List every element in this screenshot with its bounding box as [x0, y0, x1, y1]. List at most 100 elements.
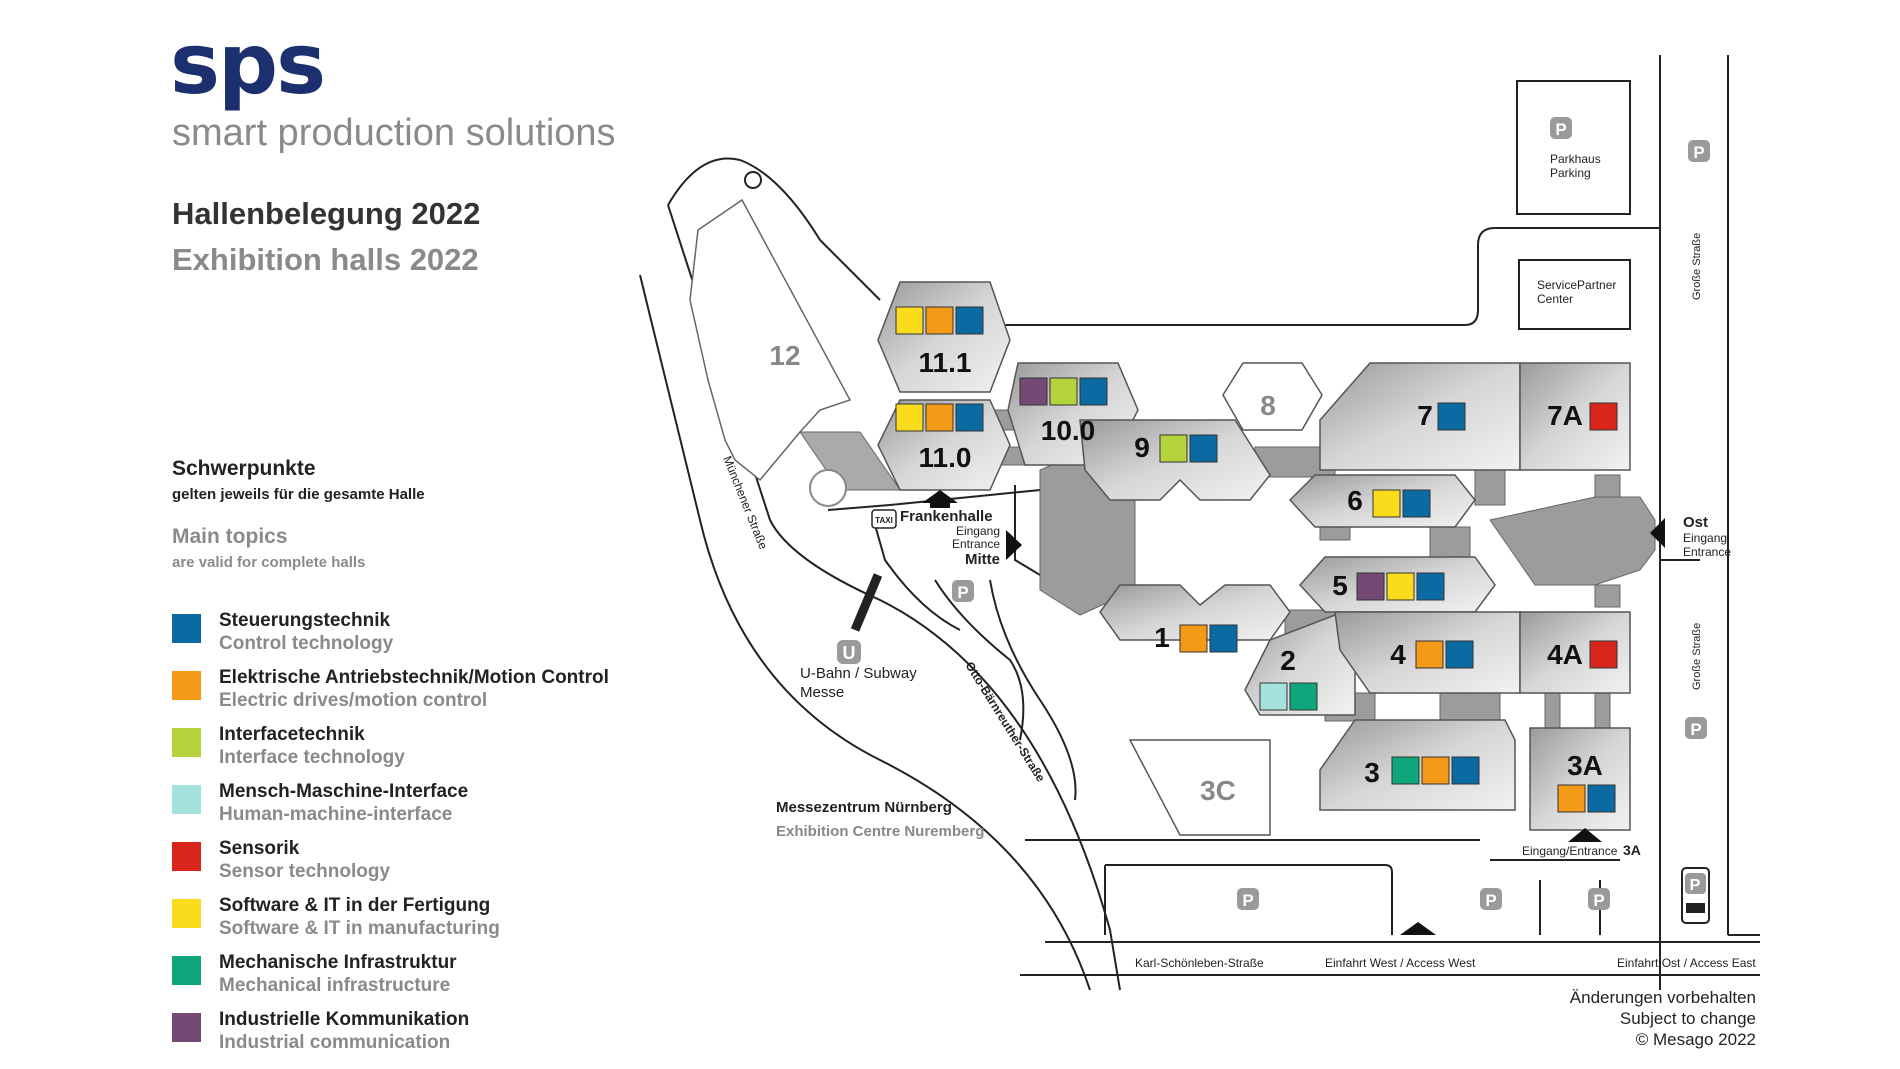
- footer-line-en: Subject to change: [1619, 1009, 1756, 1028]
- svg-text:P: P: [1693, 143, 1704, 162]
- hall-topic-swatch: [1356, 572, 1385, 601]
- legend-label-de: Interfacetechnik: [219, 724, 365, 745]
- subway-icon: U: [837, 640, 861, 664]
- hall-topic-swatch: [1019, 377, 1048, 406]
- hall-topic-swatch: [1079, 377, 1108, 406]
- connector: [1429, 526, 1471, 558]
- road-edge: [667, 204, 1121, 991]
- road-network: [639, 55, 1760, 991]
- parking-icon: P: [1588, 888, 1610, 910]
- footer-copyright: © Mesago 2022: [1635, 1030, 1756, 1049]
- legend-label-en: Industrial communication: [219, 1032, 451, 1053]
- road-edge: [639, 274, 1091, 991]
- hall-topic-swatch: [1289, 682, 1318, 711]
- entrance-3a-number: 3A: [1623, 842, 1641, 858]
- entrance-arrow-icon: [1400, 922, 1436, 935]
- connector: [1594, 692, 1611, 734]
- hall-number: 11.0: [919, 442, 972, 473]
- legend-swatch: [172, 671, 201, 700]
- parking-garage: [1516, 80, 1631, 215]
- hall-topic-swatch: [1421, 756, 1450, 785]
- topics-subheading-en: are valid for complete halls: [172, 554, 366, 571]
- legend-item: Interfacetechnik Interface technology: [172, 724, 692, 774]
- page-title-de: Hallenbelegung 2022: [172, 196, 481, 231]
- hall-topic-swatch: [895, 403, 924, 432]
- mitte-eingang-label: Eingang: [956, 524, 1000, 538]
- hall-topic-swatch: [1437, 402, 1466, 431]
- karl-schoenleben-strasse-label: Karl-Schönleben-Straße: [1135, 956, 1264, 970]
- bus-parking-icon: P: [1681, 867, 1710, 924]
- legend-item: Elektrische Antriebstechnik/Motion Contr…: [172, 667, 692, 717]
- legend-label-en: Software & IT in manufacturing: [219, 918, 500, 939]
- parking-label: Parking: [1550, 166, 1591, 180]
- footer-line-de: Änderungen vorbehalten: [1569, 988, 1756, 1007]
- hall-number: 7: [1417, 400, 1433, 431]
- legend-swatch: [172, 785, 201, 814]
- messe-label-de: Messezentrum Nürnberg: [776, 799, 952, 816]
- parking-icon: P: [1688, 140, 1710, 162]
- legend-label-de: Software & IT in der Fertigung: [219, 895, 491, 916]
- legend-item: Industrielle Kommunikation Industrial co…: [172, 1009, 692, 1059]
- hall-number: 4: [1390, 639, 1406, 670]
- east-entrance-hall: [1489, 496, 1656, 586]
- legend-swatch: [172, 614, 201, 643]
- legend-swatch: [172, 1013, 201, 1042]
- hall-1: [1099, 584, 1291, 641]
- parking-icon: P: [952, 580, 974, 602]
- hall-8: [1222, 362, 1323, 431]
- hall-topic-swatch: [1209, 624, 1238, 653]
- legend-swatch: [172, 842, 201, 871]
- grosse-strasse-label: Große Straße: [1691, 623, 1703, 690]
- frankenhalle-label: Frankenhalle: [900, 508, 993, 525]
- topics-heading-en: Main topics: [172, 525, 288, 548]
- entrance-arrow-icon: [1650, 518, 1665, 548]
- subway-label: U-Bahn / Subway: [800, 665, 917, 682]
- hall-number: 5: [1332, 570, 1348, 601]
- svg-text:P: P: [1555, 120, 1566, 139]
- svg-text:P: P: [1242, 891, 1253, 910]
- hall-topic-swatch: [1391, 756, 1420, 785]
- road-edge: [819, 239, 881, 301]
- hall-numbers: 12 11.1 11.0 10.0 9 8 7 7A 6 5 4 4A 3 3A…: [769, 340, 1602, 806]
- legend-label-en: Control technology: [219, 633, 394, 654]
- hall-number: 3C: [1200, 775, 1236, 806]
- ost-label: Ost: [1683, 514, 1708, 531]
- entrance-arrow-icon: [1006, 530, 1022, 560]
- hall-topic-swatch: [1557, 784, 1586, 813]
- legend-item: Mensch-Maschine-Interface Human-machine-…: [172, 781, 692, 831]
- footer-notice: Änderungen vorbehalten Subject to change…: [1570, 987, 1756, 1050]
- hall-number: 9: [1134, 432, 1150, 463]
- legend-label-en: Sensor technology: [219, 861, 391, 882]
- legend-item: Steuerungstechnik Control technology: [172, 610, 692, 660]
- hall-number: 12: [769, 340, 800, 371]
- svg-text:P: P: [1690, 720, 1701, 739]
- legend-item: Software & IT in der Fertigung Software …: [172, 895, 692, 945]
- ost-eingang-label: Eingang: [1683, 531, 1727, 545]
- legend-label-en: Mechanical infrastructure: [219, 975, 451, 996]
- legend-label-de: Elektrische Antriebstechnik/Motion Contr…: [219, 667, 609, 688]
- entrance-3a-label: Eingang/Entrance: [1522, 844, 1618, 858]
- access-west-label: Einfahrt West / Access West: [1325, 956, 1476, 970]
- roundabout-icon: [809, 469, 847, 507]
- hall-topic-swatch: [1445, 640, 1474, 669]
- hall-topic-swatches: [895, 306, 1618, 813]
- hall-topic-swatch: [925, 403, 954, 432]
- hall-number: 2: [1280, 645, 1296, 676]
- hall-topic-swatch: [955, 306, 984, 335]
- page-title-en: Exhibition halls 2022: [172, 242, 479, 277]
- road-edge: [1014, 485, 1041, 576]
- hall-topic-swatch: [1589, 640, 1618, 669]
- parking-icon: P: [1550, 117, 1572, 139]
- legend-item: Sensorik Sensor technology: [172, 838, 692, 888]
- legend-label-en: Interface technology: [219, 747, 405, 768]
- road-edge: [667, 157, 821, 241]
- road-edge: [1105, 864, 1393, 935]
- connector: [1544, 692, 1561, 734]
- service-partner-center: [1518, 259, 1631, 330]
- legend-swatch: [172, 728, 201, 757]
- legend-item: Mechanische Infrastruktur Mechanical inf…: [172, 952, 692, 1002]
- hall-topic-swatch: [1049, 377, 1078, 406]
- parkhaus-label: Parkhaus: [1550, 152, 1601, 166]
- hall-topic-swatch: [925, 306, 954, 335]
- roundabout-icon: [744, 171, 762, 189]
